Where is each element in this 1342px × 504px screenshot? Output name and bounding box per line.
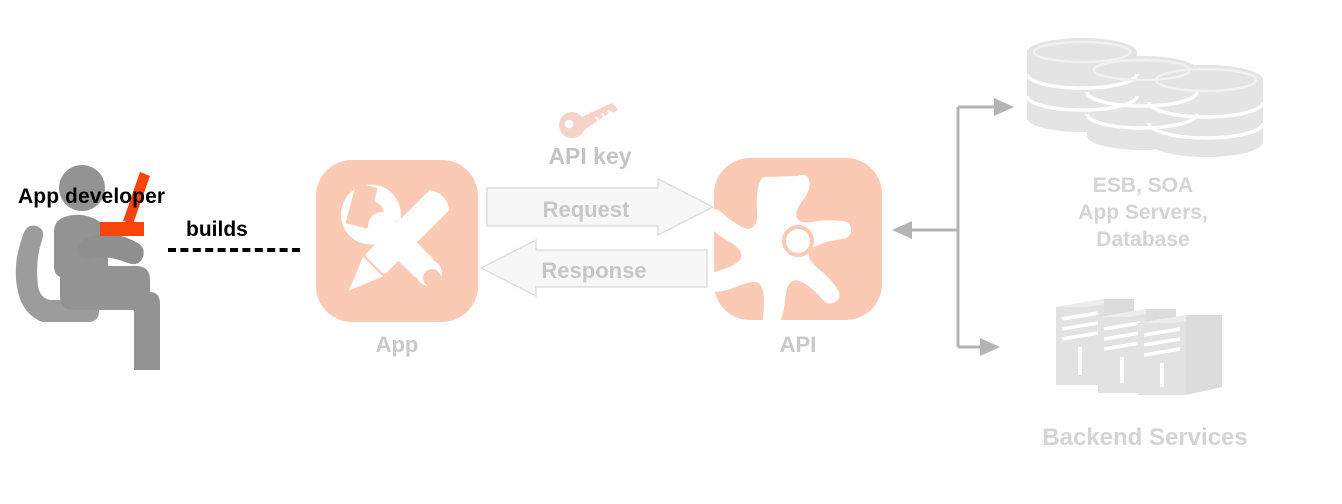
- response-arrow: [480, 238, 708, 298]
- api-tile[interactable]: [702, 158, 882, 328]
- developer-icon: [15, 165, 160, 370]
- arrowhead-to-servers: [980, 338, 1000, 356]
- request-arrow: [486, 178, 714, 236]
- wrench-and-pencil-icon: [340, 182, 450, 291]
- arrowhead-to-api: [892, 221, 912, 239]
- backend-connector-lines: [892, 98, 1014, 356]
- database-label-line-1: ESB, SOA: [1092, 174, 1194, 197]
- builds-dashed-line: [168, 248, 300, 252]
- response-arrow-label: Response: [541, 258, 647, 283]
- arrowhead-to-database: [994, 98, 1014, 116]
- developer-label: App developer: [18, 185, 166, 208]
- api-key-label: API key: [548, 143, 632, 169]
- backend-services-label: Backend Services: [1042, 424, 1248, 451]
- server-racks-icon: [1056, 299, 1222, 395]
- database-label-line-2: App Servers,: [1078, 201, 1208, 224]
- api-label: API: [779, 332, 817, 357]
- api-starburst-icon: [702, 174, 851, 328]
- key-icon: [559, 103, 618, 138]
- database-cylinders-icon: [1025, 38, 1265, 157]
- database-label: ESB, SOA App Servers, Database: [1030, 172, 1256, 253]
- request-arrow-label: Request: [542, 197, 630, 222]
- app-tile[interactable]: [316, 160, 478, 322]
- builds-link-label: builds: [186, 218, 248, 241]
- app-label: App: [375, 332, 419, 357]
- database-label-line-3: Database: [1096, 228, 1190, 251]
